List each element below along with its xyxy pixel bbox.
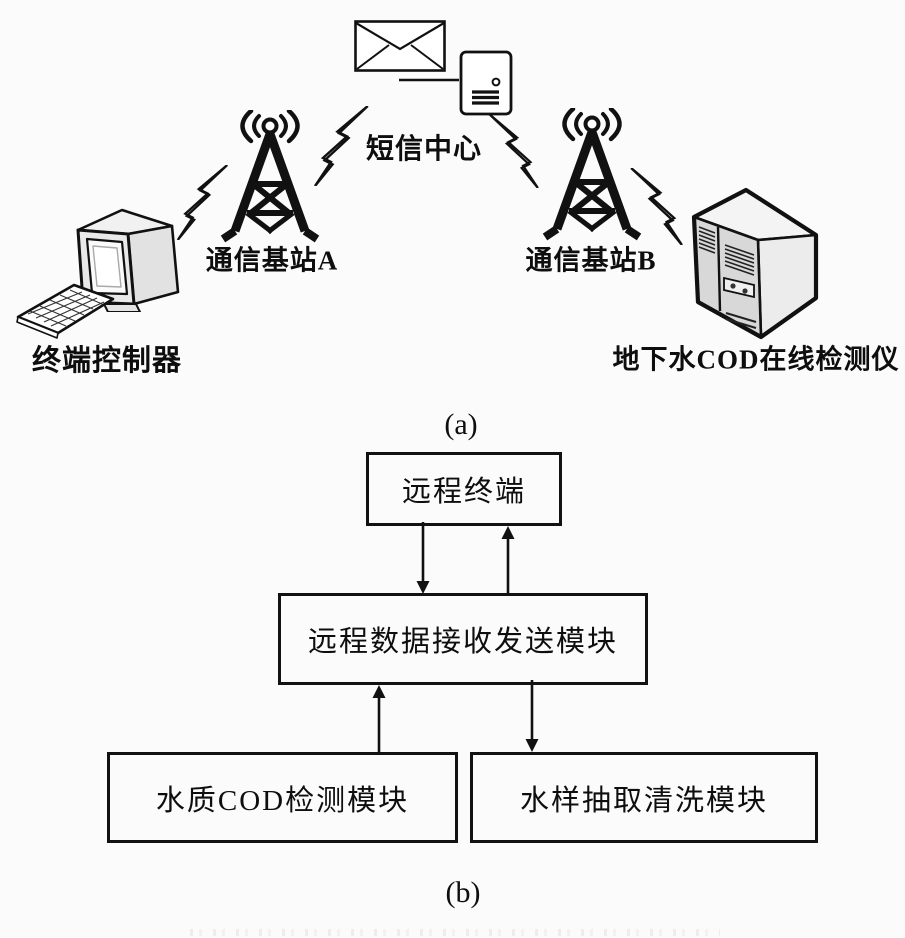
box-cod-module: 水质COD检测模块 — [107, 752, 458, 843]
label-base-station-b: 通信基站B — [525, 245, 657, 276]
label-terminal-controller: 终端控制器 — [31, 345, 183, 377]
keyboard-icon — [16, 283, 115, 339]
sms-server-icon — [459, 50, 513, 116]
box-remote-terminal-label: 远程终端 — [401, 476, 526, 508]
cropped-caption-remnant — [190, 929, 720, 936]
box-data-module: 远程数据接收发送模块 — [278, 593, 648, 685]
box-sampling-module: 水样抽取清洗模块 — [470, 752, 818, 843]
panel-b-caption: (b) — [445, 876, 481, 909]
label-cod-detector: 地下水COD在线检测仪 — [612, 344, 900, 375]
label-base-station-a: 通信基站A — [205, 245, 339, 276]
arrow-data-to-sampling — [525, 680, 539, 752]
arrow-terminal-to-data — [416, 522, 430, 594]
box-remote-terminal: 远程终端 — [366, 452, 562, 526]
label-sms-center: 短信中心 — [365, 134, 483, 165]
lightning-sms-to-tower-b-icon — [488, 114, 539, 188]
arrow-cod-to-data — [372, 685, 386, 753]
envelope-icon — [354, 20, 446, 72]
box-cod-module-label: 水质COD检测模块 — [155, 784, 410, 817]
radio-tower-b-icon — [542, 108, 642, 241]
cod-server-icon — [691, 187, 819, 340]
lightning-tower-a-to-sms-icon — [314, 106, 369, 186]
radio-tower-a-icon — [220, 110, 320, 243]
crt-monitor-icon — [76, 208, 180, 312]
lightning-tower-b-to-detector-icon — [630, 168, 683, 245]
arrow-data-to-terminal — [501, 526, 515, 594]
lightning-monitor-to-tower-a-icon — [176, 165, 229, 240]
box-sampling-module-label: 水样抽取清洗模块 — [519, 784, 768, 817]
box-data-module-label: 远程数据接收发送模块 — [307, 626, 618, 658]
panel-a-caption: (a) — [444, 408, 478, 441]
